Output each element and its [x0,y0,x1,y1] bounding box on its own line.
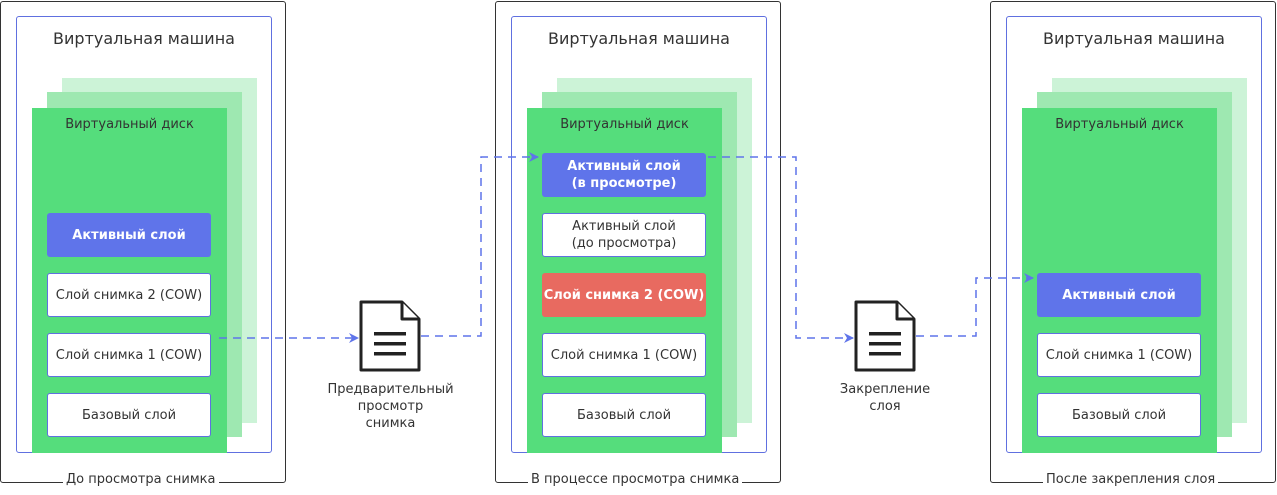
snapshot-layer-1: Слой снимка 1 (COW) [47,333,211,377]
virtual-disk: Виртуальный диск Активный слой Слой сним… [32,108,227,453]
action-label-preview: Предварительный просмотр снимка [327,382,454,431]
snapshot-layer-2: Слой снимка 2 (COW) [542,273,706,317]
caption-after-commit: После закрепления слоя [1043,472,1219,487]
disk-title: Виртуальный диск [1055,117,1184,132]
virtual-machine: Виртуальная машина Виртуальный диск Акти… [511,16,767,453]
base-layer: Базовый слой [542,393,706,437]
active-layer-in-preview: Активный слой (в просмотре) [542,153,706,197]
caption-during-preview: В процессе просмотра снимка [528,472,743,487]
active-layer: Активный слой [47,213,211,257]
caption-before-preview: До просмотра снимка [63,472,219,487]
action-label-commit: Закрепление слоя [839,382,931,414]
document-icon [358,300,422,372]
vm-title: Виртуальная машина [53,29,235,48]
snapshot-layer-1: Слой снимка 1 (COW) [542,333,706,377]
virtual-machine: Виртуальная машина Виртуальный диск Акти… [1006,16,1262,453]
virtual-machine: Виртуальная машина Виртуальный диск Акти… [16,16,272,453]
base-layer: Базовый слой [47,393,211,437]
panel-before-preview: Виртуальная машина Виртуальный диск Акти… [0,1,286,483]
virtual-disk: Виртуальный диск Активный слой Слой сним… [1022,108,1217,453]
document-icon [853,300,917,372]
disk-title: Виртуальный диск [65,117,194,132]
virtual-disk: Виртуальный диск Активный слой (в просмо… [527,108,722,453]
base-layer: Базовый слой [1037,393,1201,437]
snapshot-layer-1: Слой снимка 1 (COW) [1037,333,1201,377]
disk-title: Виртуальный диск [560,117,689,132]
vm-title: Виртуальная машина [1043,29,1225,48]
active-layer-before-preview: Активный слой (до просмотра) [542,213,706,257]
arrow-commit-to-active [916,273,1034,337]
panel-during-preview: Виртуальная машина Виртуальный диск Акти… [495,1,781,483]
active-layer: Активный слой [1037,273,1201,317]
panel-after-commit: Виртуальная машина Виртуальный диск Акти… [990,1,1276,483]
snapshot-layer-2: Слой снимка 2 (COW) [47,273,211,317]
arrow-preview-to-active [421,152,539,337]
arrow-active-to-commit [708,156,854,343]
vm-title: Виртуальная машина [548,29,730,48]
